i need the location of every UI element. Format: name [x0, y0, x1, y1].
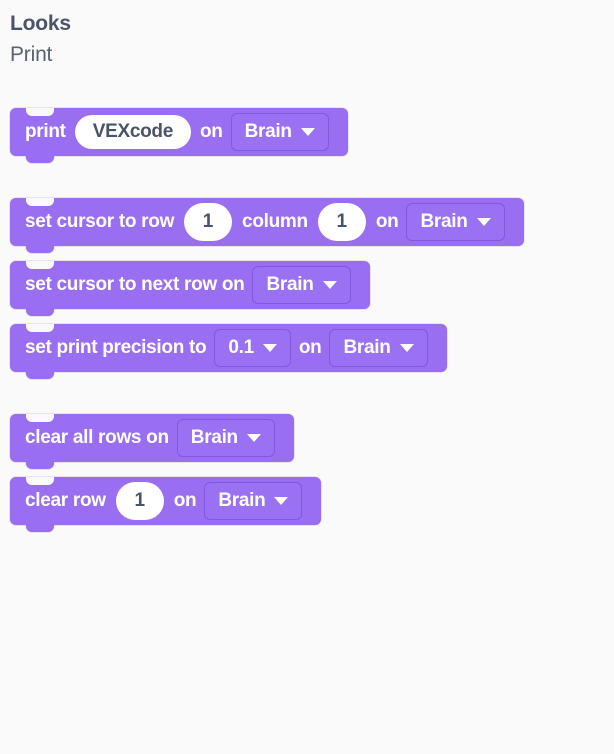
chevron-down-icon: [274, 497, 289, 505]
number-input-field[interactable]: 1: [184, 203, 233, 241]
block-clear-row[interactable]: clear row 1 on Brain: [10, 477, 322, 532]
block-row: print VEXcode on Brain: [10, 108, 610, 163]
dropdown-value: Brain: [420, 211, 468, 232]
dropdown-value: 0.1: [228, 337, 254, 358]
dropdown-value: Brain: [244, 121, 292, 142]
text-input-field[interactable]: VEXcode: [74, 115, 191, 149]
block-set-cursor-to-next-row[interactable]: set cursor to next row on Brain: [10, 261, 370, 316]
block-label: set print precision to: [25, 337, 207, 358]
block-set-cursor-to-row-column[interactable]: set cursor to row 1 column 1 on Brain: [10, 198, 524, 253]
block-row: set cursor to row 1 column 1 on Brain: [10, 198, 610, 253]
dropdown-value: Brain: [190, 427, 238, 448]
dropdown-value: Brain: [266, 274, 314, 295]
number-input-field[interactable]: 1: [317, 203, 366, 241]
chevron-down-icon: [322, 281, 337, 289]
block-print[interactable]: print VEXcode on Brain: [10, 108, 348, 163]
dropdown-field[interactable]: Brain: [252, 266, 351, 304]
block-set-print-precision[interactable]: set print precision to 0.1 on Brain: [10, 324, 447, 379]
chevron-down-icon: [300, 128, 315, 136]
block-row: set print precision to 0.1 on Brain: [10, 324, 610, 379]
block-label: on: [375, 211, 399, 232]
dropdown-field[interactable]: Brain: [406, 203, 505, 241]
chevron-down-icon: [246, 434, 261, 442]
dropdown-field[interactable]: Brain: [204, 482, 303, 520]
block-row: set cursor to next row on Brain: [10, 261, 610, 316]
block-label: column: [242, 211, 308, 232]
chevron-down-icon: [399, 344, 414, 352]
category-title: Looks: [10, 12, 71, 35]
dropdown-field[interactable]: Brain: [230, 113, 329, 151]
block-label: print: [25, 121, 66, 142]
block-label: on: [298, 337, 322, 358]
block-clear-all-rows[interactable]: clear all rows on Brain: [10, 414, 294, 469]
block-label: set cursor to row: [25, 211, 175, 232]
dropdown-field[interactable]: Brain: [176, 419, 275, 457]
chevron-down-icon: [262, 344, 277, 352]
block-label: set cursor to next row on: [25, 274, 245, 295]
block-row: clear row 1 on Brain: [10, 477, 610, 532]
block-label: on: [199, 121, 223, 142]
number-input-field[interactable]: 1: [115, 482, 164, 520]
block-label: on: [173, 490, 197, 511]
chevron-down-icon: [476, 218, 491, 226]
subcategory-title: Print: [10, 43, 53, 66]
dropdown-field[interactable]: Brain: [329, 329, 428, 367]
palette-header: Looks Print: [10, 10, 600, 70]
block-label: clear all rows on: [25, 427, 169, 448]
block-label: clear row: [25, 490, 106, 511]
block-row: clear all rows on Brain: [10, 414, 610, 469]
dropdown-value: Brain: [343, 337, 391, 358]
dropdown-value: Brain: [218, 490, 266, 511]
dropdown-field[interactable]: 0.1: [214, 329, 291, 367]
